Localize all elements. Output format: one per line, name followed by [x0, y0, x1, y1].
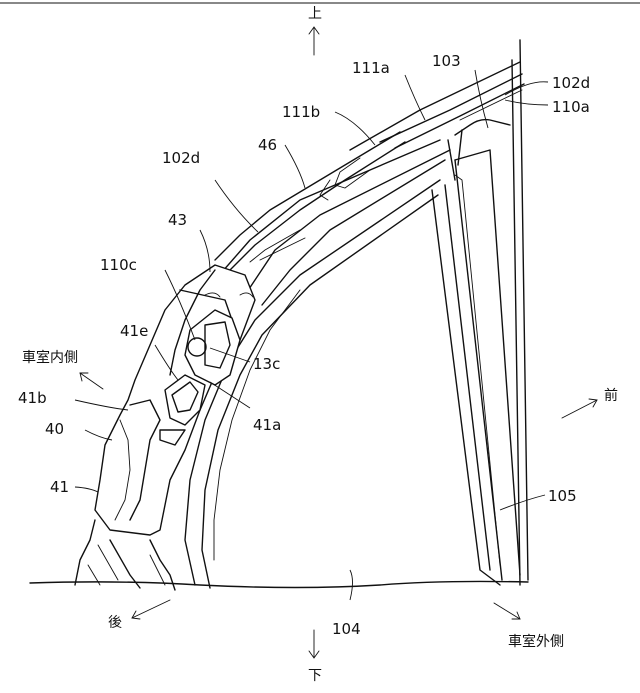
label-111b: 111b — [282, 103, 320, 121]
label-102d-right: 102d — [552, 74, 590, 92]
direction-arrows — [79, 26, 598, 659]
label-102d-left: 102d — [162, 149, 200, 167]
trim-assembly — [94, 264, 256, 536]
direction-up-label: 上 — [308, 6, 322, 22]
label-41b: 41b — [18, 389, 47, 407]
label-43: 43 — [168, 211, 187, 229]
window-glass-panel — [349, 39, 529, 586]
section-line — [29, 580, 529, 589]
direction-down-label: 下 — [308, 668, 322, 684]
clip-hole — [187, 337, 207, 357]
label-111a: 111a — [352, 59, 390, 77]
label-13c: 13c — [253, 355, 280, 373]
direction-cabin-outer-label: 車室外側 — [508, 633, 564, 650]
label-46: 46 — [258, 136, 277, 154]
direction-front-label: 前 — [604, 387, 618, 404]
label-41a: 41a — [253, 416, 281, 434]
label-40: 40 — [45, 420, 64, 438]
garnish-strip — [214, 131, 406, 276]
label-105: 105 — [548, 487, 577, 505]
lower-bracket — [74, 519, 176, 591]
label-41e: 41e — [120, 322, 148, 340]
label-110c: 110c — [100, 256, 137, 274]
direction-cabin-inner-label: 車室内側 — [22, 349, 78, 366]
label-110a: 110a — [552, 98, 590, 116]
direction-rear-label: 後 — [108, 615, 122, 631]
label-41: 41 — [50, 478, 69, 496]
label-103: 103 — [432, 52, 461, 70]
leader-lines — [74, 69, 549, 601]
label-104: 104 — [332, 620, 361, 638]
